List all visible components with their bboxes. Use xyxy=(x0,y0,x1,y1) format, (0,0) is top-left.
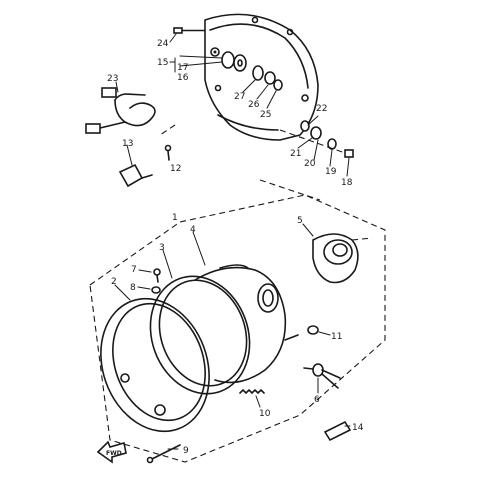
label-part-22: 22 xyxy=(316,104,327,114)
label-part-17: 17 xyxy=(177,63,188,73)
part-8-washer xyxy=(137,286,161,294)
label-part-11: 11 xyxy=(331,332,342,342)
parts-15-17-grommets xyxy=(179,51,247,72)
part-14-bolt xyxy=(323,420,352,442)
part-4-headlight-unit xyxy=(192,231,299,384)
part-2-rim xyxy=(100,284,210,433)
label-part-3: 3 xyxy=(159,243,165,253)
part-12-screw xyxy=(164,144,172,161)
label-part-9: 9 xyxy=(183,446,189,456)
forward-label: FWD xyxy=(106,450,122,457)
label-part-16: 16 xyxy=(177,73,189,83)
part-9-screw xyxy=(146,444,181,464)
label-part-13: 13 xyxy=(122,139,133,149)
label-part-10: 10 xyxy=(259,409,271,419)
label-part-26: 26 xyxy=(248,100,260,110)
upper-housing xyxy=(204,13,319,141)
part-5-socket-cover xyxy=(302,223,373,284)
parts-25-27-washers xyxy=(242,65,283,109)
label-part-8: 8 xyxy=(130,283,136,293)
label-part-5: 5 xyxy=(297,216,303,226)
part-11-grommet xyxy=(307,325,331,336)
label-part-7: 7 xyxy=(131,265,137,275)
label-part-2: 2 xyxy=(111,277,117,287)
parts-18-22-fasteners xyxy=(279,115,354,177)
label-part-21: 21 xyxy=(290,149,301,159)
part-23-wire-harness xyxy=(85,81,156,134)
label-part-27: 27 xyxy=(234,92,245,102)
part-3-lens-ring xyxy=(149,249,251,395)
label-part-23: 23 xyxy=(107,74,118,84)
part-7-screw xyxy=(138,268,161,283)
label-part-15: 15 xyxy=(157,58,168,68)
label-part-14: 14 xyxy=(352,423,364,433)
label-part-19: 19 xyxy=(325,167,337,177)
label-part-12: 12 xyxy=(170,164,181,174)
part-24-bolt xyxy=(169,27,206,43)
label-part-4: 4 xyxy=(190,225,196,235)
label-bracket-15 xyxy=(169,57,176,73)
label-part-6: 6 xyxy=(314,395,320,405)
label-part-20: 20 xyxy=(304,159,316,169)
label-part-25: 25 xyxy=(260,110,271,120)
assembly-outline xyxy=(89,194,386,463)
leader-dash-1 xyxy=(159,124,176,136)
label-part-1: 1 xyxy=(172,213,178,223)
label-part-24: 24 xyxy=(157,39,169,49)
forward-arrow-icon: FWD xyxy=(96,440,127,464)
part-10-spring xyxy=(239,389,265,408)
leader-dash-2 xyxy=(259,179,321,201)
part-13-bulb xyxy=(118,144,153,188)
part-6-bulb-socket xyxy=(303,363,341,394)
label-part-18: 18 xyxy=(341,178,353,188)
